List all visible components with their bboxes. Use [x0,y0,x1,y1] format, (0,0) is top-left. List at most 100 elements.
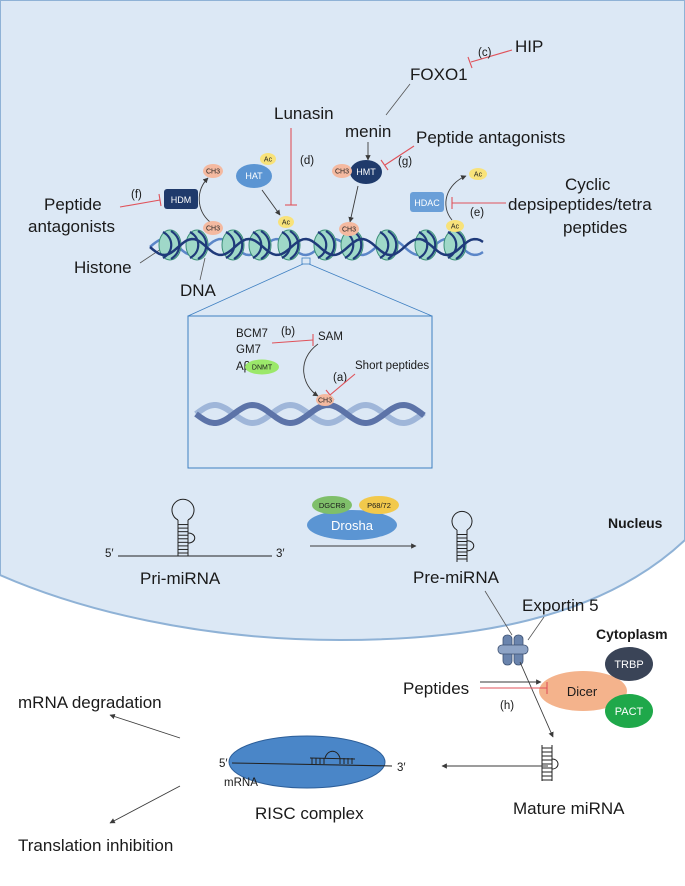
ch3-mark-hdm-top [203,164,223,178]
step-b-label: (b) [281,326,295,338]
step-a-label: (a) [333,372,347,384]
nucleosome-wrap [233,230,244,260]
nucleosome [414,229,438,261]
dgcr8-protein [312,496,352,514]
peptide-antagonists-left-label-2: antagonists [28,217,115,236]
drosha-label: Drosha [331,518,374,533]
sam-to-ch3-arc [303,343,319,397]
exportin-to-mature-arrow [519,661,554,738]
nucleosome-wrap [317,231,328,259]
translation-inhibition-label: Translation inhibition [18,836,173,855]
ch3-label-hmt-target: CH3 [342,227,356,234]
zoom-line-left [187,263,304,317]
hdac-reaction-arc [445,175,467,221]
p68-label: P68/72 [367,501,391,510]
hip-inhibition-bar [467,56,473,69]
foxo1-to-menin-line [385,83,411,116]
dna-pointer [199,257,206,281]
trbp-protein [605,647,653,681]
helix-strand-dark [194,401,426,427]
nucleosome-wrap [197,230,208,260]
risc-complex-label: RISC complex [255,804,364,823]
hairpin-loop [451,510,473,531]
ac-label-hdac: Ac [451,224,460,231]
ac-mark-hdac [446,220,464,232]
exportin-channel [497,634,529,666]
lunasin-label: Lunasin [274,104,334,123]
nucleosome [443,229,467,261]
pact-label: PACT [615,706,644,718]
ac-mark-hat-target [278,216,294,228]
peptides-label: Peptides [403,679,469,698]
ac-label-hat-target: Ac [282,220,291,227]
hdm-enzyme: HDM [164,189,198,209]
ch3-mark-inset [316,394,334,406]
pri-five-prime: 5′ [105,548,114,560]
dna-label: DNA [180,281,217,300]
hat-enzyme [236,164,272,188]
pre-mirna-label: Pre-miRNA [413,568,500,587]
ac-label-hat: Ac [264,157,273,164]
nucleosome-wrap [379,231,390,259]
hdm-reaction-arc [198,177,211,223]
step-h-label: (h) [500,700,514,712]
peptide-antagonists-top-label: Peptide antagonists [416,128,565,147]
nucleosome-wrap [281,231,292,259]
mrna-degradation-label: mRNA degradation [18,693,162,712]
dicer-label: Dicer [567,684,598,699]
ch3-label-hdm-bottom: CH3 [206,226,220,233]
exportin-pointer [527,616,545,641]
sam-label: SAM [318,331,343,343]
short-peptides-label: Short peptides [355,360,429,372]
mirna-bulge [324,750,341,759]
p68-protein [359,496,399,514]
nucleosome-body [185,229,209,261]
ch3-mark-hmt [332,164,352,178]
pre-mirna-hairpin [451,510,475,562]
pri-three-prime: 3′ [276,548,285,560]
step-e-label: (e) [470,207,484,219]
hat-to-ac-arrow [261,189,281,216]
hip-inhibition-line [470,49,513,63]
nucleosome-wrap [289,230,300,260]
menin-label: menin [345,122,391,141]
trbp-label: TRBP [614,659,643,671]
mature-mirna-duplex [541,745,559,781]
cytoplasm-label: Cytoplasm [596,626,668,642]
dnmt-label: DNMT [252,365,273,372]
risc-five-prime: 5′ [219,758,228,770]
bcm7-label: BCM7 [236,328,268,340]
risc-mrna-strand [231,762,393,767]
cyclic-label-3: peptides [563,218,627,237]
nucleosome-wrap [447,231,458,259]
bcm7-inhibition-line [271,339,314,344]
inset-dna-helix [194,401,426,427]
ch3-label-inset: CH3 [318,398,332,405]
hairpin-bulge [466,540,475,552]
hat-label: HAT [245,171,263,181]
dnmt-enzyme [245,359,279,375]
nucleosome-wrap [162,231,173,259]
nucleosome [313,229,337,261]
nucleosome-body [277,229,301,261]
exportin-label: Exportin 5 [522,596,599,615]
risc-bound-mirna [309,750,356,764]
hmt-enzyme [350,160,382,184]
ch3-mark-hmt-target [339,222,359,236]
drosha-enzyme [307,510,397,540]
mrna-label: mRNA [224,777,258,789]
peptide-antagonists-left-bar [158,193,162,207]
nucleosome-wrap [426,230,437,260]
nucleosome [221,229,245,261]
risc-to-degradation-arrow [109,713,181,739]
peptide-antagonists-left-label-1: Peptide [44,195,102,214]
step-g-label: (g) [398,156,412,168]
hip-label: HIP [515,37,543,56]
risc-three-prime: 3′ [397,762,406,774]
dna-methylation-inset [187,315,433,469]
hairpin-bulge [187,532,196,544]
ch3-label-hmt: CH3 [335,169,349,176]
hdac-enzyme [410,192,444,212]
pri-mirna-label: Pri-miRNA [140,569,221,588]
